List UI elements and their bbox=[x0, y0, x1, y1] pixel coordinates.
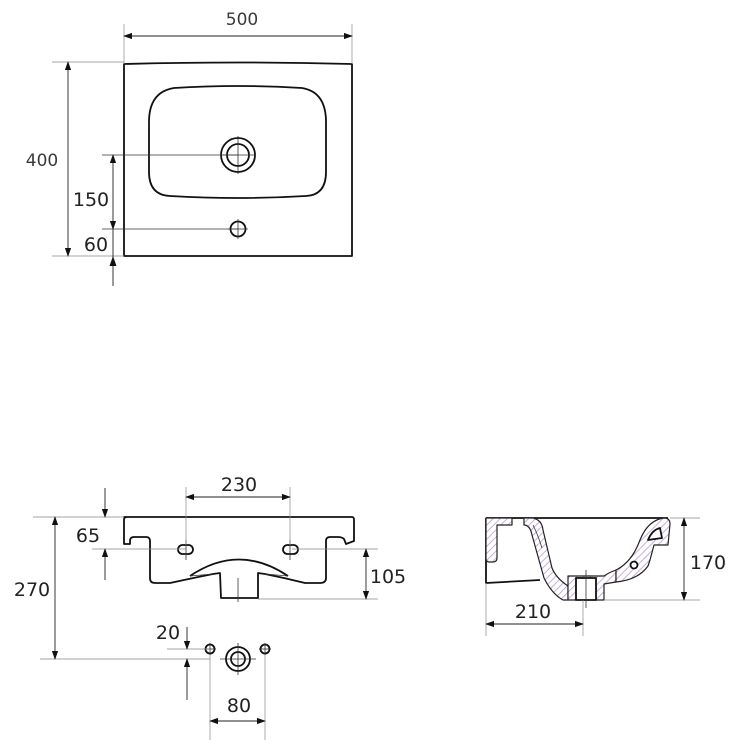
label-depth: 400 bbox=[26, 151, 58, 171]
mounting-hole-right bbox=[282, 540, 299, 560]
dimension-depth: 400 bbox=[26, 61, 124, 257]
dimension-waste-offset: 20 bbox=[156, 622, 210, 700]
dimension-bowl-depth: 105 bbox=[258, 548, 406, 600]
section-front-wall bbox=[615, 517, 671, 583]
label-fixing-spacing: 80 bbox=[227, 695, 251, 717]
label-waste-offset: 20 bbox=[156, 622, 180, 644]
section-left-wall bbox=[523, 517, 569, 601]
bowl-outline bbox=[148, 85, 327, 199]
dimension-tap-offset: 60 bbox=[84, 229, 117, 286]
label-tap-offset: 60 bbox=[84, 234, 108, 256]
front-outline bbox=[123, 516, 355, 599]
label-width: 500 bbox=[226, 10, 258, 30]
label-drain-from-wall: 210 bbox=[515, 601, 551, 623]
dimension-fixing-spacing: 80 bbox=[209, 655, 266, 740]
label-holes-spacing: 230 bbox=[221, 474, 257, 496]
side-view: 170 210 bbox=[485, 517, 726, 636]
dimension-drain-from-wall: 210 bbox=[485, 583, 584, 636]
top-view: 500 400 150 60 bbox=[26, 10, 353, 286]
label-drain-offset: 150 bbox=[73, 189, 109, 211]
dimension-holes-spacing: 230 bbox=[185, 474, 291, 545]
label-total-height: 270 bbox=[14, 579, 50, 601]
dimension-drain-offset: 150 bbox=[73, 154, 238, 230]
dimension-side-height: 170 bbox=[604, 517, 726, 601]
waste-outlet bbox=[220, 643, 256, 675]
label-bowl-depth: 105 bbox=[370, 566, 406, 588]
fixing-hole-right bbox=[259, 643, 271, 655]
section-back bbox=[485, 517, 513, 563]
label-side-height: 170 bbox=[690, 552, 726, 574]
dimension-width: 500 bbox=[123, 10, 353, 64]
dimension-total-height: 270 bbox=[14, 516, 210, 660]
dimension-holes-from-top: 65 bbox=[33, 488, 186, 580]
mounting-hole-left bbox=[177, 540, 194, 560]
label-holes-from-top: 65 bbox=[76, 525, 100, 547]
bowl-curve bbox=[189, 558, 289, 577]
front-view: 230 65 270 105 bbox=[14, 474, 406, 740]
